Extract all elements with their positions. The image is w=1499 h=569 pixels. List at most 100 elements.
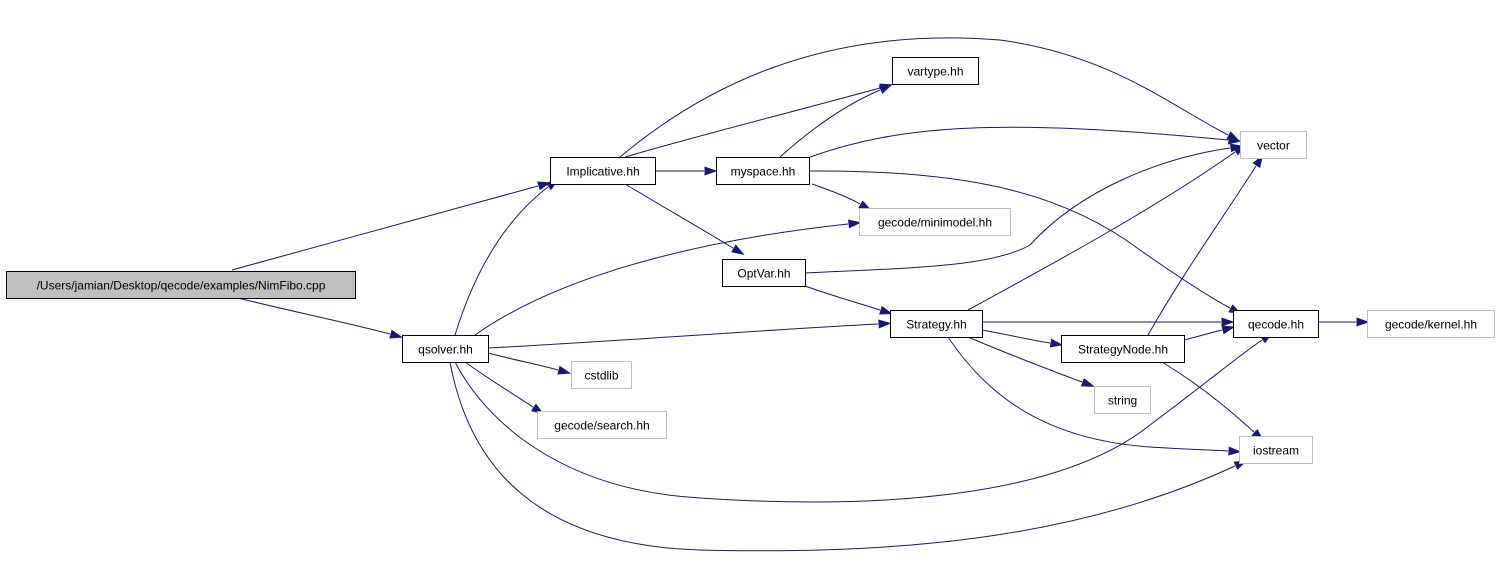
node-label: myspace.hh — [731, 165, 796, 179]
node-label: qsolver.hh — [418, 343, 473, 357]
edge-arrowhead — [1228, 135, 1242, 145]
edge-arrowhead — [731, 244, 745, 256]
node-label: Implicative.hh — [566, 165, 639, 179]
node-box — [537, 411, 667, 439]
edge-arrowhead — [1221, 317, 1235, 327]
edge-line — [624, 183, 734, 249]
node-vartype[interactable]: vartype.hh — [892, 57, 979, 85]
edge-line — [809, 170, 1231, 309]
edge-line — [1147, 165, 1257, 336]
edge-myspace-to-vartype — [779, 84, 893, 158]
edge-qsolver-to-search — [464, 361, 545, 415]
edge-arrowhead — [879, 305, 893, 315]
edge-line — [454, 186, 549, 336]
edge-arrowhead — [878, 84, 893, 94]
node-box — [1094, 386, 1151, 414]
edge-arrowhead — [1080, 377, 1095, 387]
node-label: gecode/kernel.hh — [1385, 318, 1477, 332]
node-label: gecode/minimodel.hh — [878, 216, 992, 230]
edge-myspace-to-minimodel — [811, 183, 872, 211]
edge-line — [804, 285, 881, 311]
node-implicative[interactable]: Implicative.hh — [550, 157, 656, 185]
edge-qsolver-to-strategy — [487, 319, 892, 349]
edge-qecode-to-kernel — [1318, 317, 1370, 327]
edge-line — [619, 37, 1229, 158]
edge-arrowhead — [704, 166, 718, 176]
edge-strategynode-to-iostream — [1161, 361, 1264, 442]
node-iostream: iostream — [1239, 436, 1313, 464]
edge-implicative-to-optvar — [624, 183, 745, 256]
node-box — [859, 208, 1011, 236]
node-box — [550, 157, 656, 185]
node-box — [1367, 310, 1495, 338]
edge-line — [967, 336, 1083, 383]
edge-qsolver-to-cstdlib — [487, 352, 572, 375]
edge-optvar-to-strategy — [804, 285, 893, 315]
edge-implicative-to-vector — [619, 37, 1240, 158]
node-strategy[interactable]: Strategy.hh — [890, 310, 983, 338]
edge-implicative-to-vartype — [624, 83, 894, 158]
edge-qsolver-to-implicative — [454, 178, 559, 336]
node-kernel: gecode/kernel.hh — [1367, 310, 1495, 338]
node-vector: vector — [1240, 131, 1307, 159]
node-qsolver[interactable]: qsolver.hh — [402, 335, 489, 363]
edge-line — [237, 297, 391, 335]
node-box — [1240, 131, 1307, 159]
edge-arrowhead — [557, 365, 572, 375]
edge-line — [809, 126, 1229, 158]
edge-myspace-to-vector — [809, 126, 1242, 158]
node-label: Strategy.hh — [906, 318, 966, 332]
node-cstdlib: cstdlib — [571, 361, 632, 389]
node-box — [1239, 436, 1313, 464]
edge-arrowhead — [1356, 317, 1370, 327]
node-box — [402, 335, 489, 363]
node-optvar[interactable]: OptVar.hh — [722, 259, 806, 287]
node-label: /Users/jamian/Desktop/qecode/examples/Ni… — [37, 279, 326, 293]
node-string: string — [1094, 386, 1151, 414]
node-minimodel: gecode/minimodel.hh — [859, 208, 1011, 236]
edge-myspace-to-qecode — [809, 170, 1242, 315]
edge-strategy-to-iostream — [947, 336, 1242, 456]
node-label: OptVar.hh — [737, 267, 790, 281]
node-myspace[interactable]: myspace.hh — [716, 157, 810, 185]
node-box — [1233, 310, 1319, 338]
node-label: iostream — [1253, 444, 1299, 458]
edge-line — [981, 329, 1051, 344]
edge-arrowhead — [1221, 325, 1236, 335]
node-label: vartype.hh — [907, 65, 963, 79]
edge-implicative-to-myspace — [655, 166, 718, 176]
nodes-layer: /Users/jamian/Desktop/qecode/examples/Ni… — [6, 57, 1495, 464]
node-root[interactable]: /Users/jamian/Desktop/qecode/examples/Ni… — [6, 271, 356, 299]
node-label: StrategyNode.hh — [1078, 343, 1168, 357]
node-label: qecode.hh — [1248, 318, 1304, 332]
node-search: gecode/search.hh — [537, 411, 667, 439]
edge-qsolver-to-minimodel — [474, 219, 862, 336]
edge-strategy-to-strategynode — [981, 329, 1064, 348]
node-box — [6, 271, 356, 299]
edge-line — [967, 151, 1236, 311]
edges-layer — [231, 37, 1370, 552]
edge-line — [811, 183, 861, 205]
edge-arrowhead — [878, 319, 892, 329]
edge-arrowhead — [848, 219, 862, 229]
edge-line — [474, 223, 849, 336]
node-box — [716, 157, 810, 185]
edge-strategy-to-qecode — [982, 317, 1235, 327]
node-label: string — [1108, 394, 1137, 408]
edge-root-to-qsolver — [237, 297, 404, 339]
node-strategynode[interactable]: StrategyNode.hh — [1061, 335, 1185, 363]
edge-line — [464, 361, 534, 408]
edge-line — [624, 87, 881, 158]
edge-arrowhead — [1049, 338, 1064, 348]
node-box — [571, 361, 632, 389]
node-qecode[interactable]: qecode.hh — [1233, 310, 1319, 338]
node-label: cstdlib — [584, 369, 618, 383]
edge-line — [449, 361, 1236, 552]
node-label: vector — [1257, 139, 1290, 153]
edge-line — [779, 89, 881, 158]
edge-arrowhead — [1228, 446, 1242, 456]
edge-line — [487, 352, 559, 371]
node-box — [890, 310, 983, 338]
node-box — [892, 57, 979, 85]
